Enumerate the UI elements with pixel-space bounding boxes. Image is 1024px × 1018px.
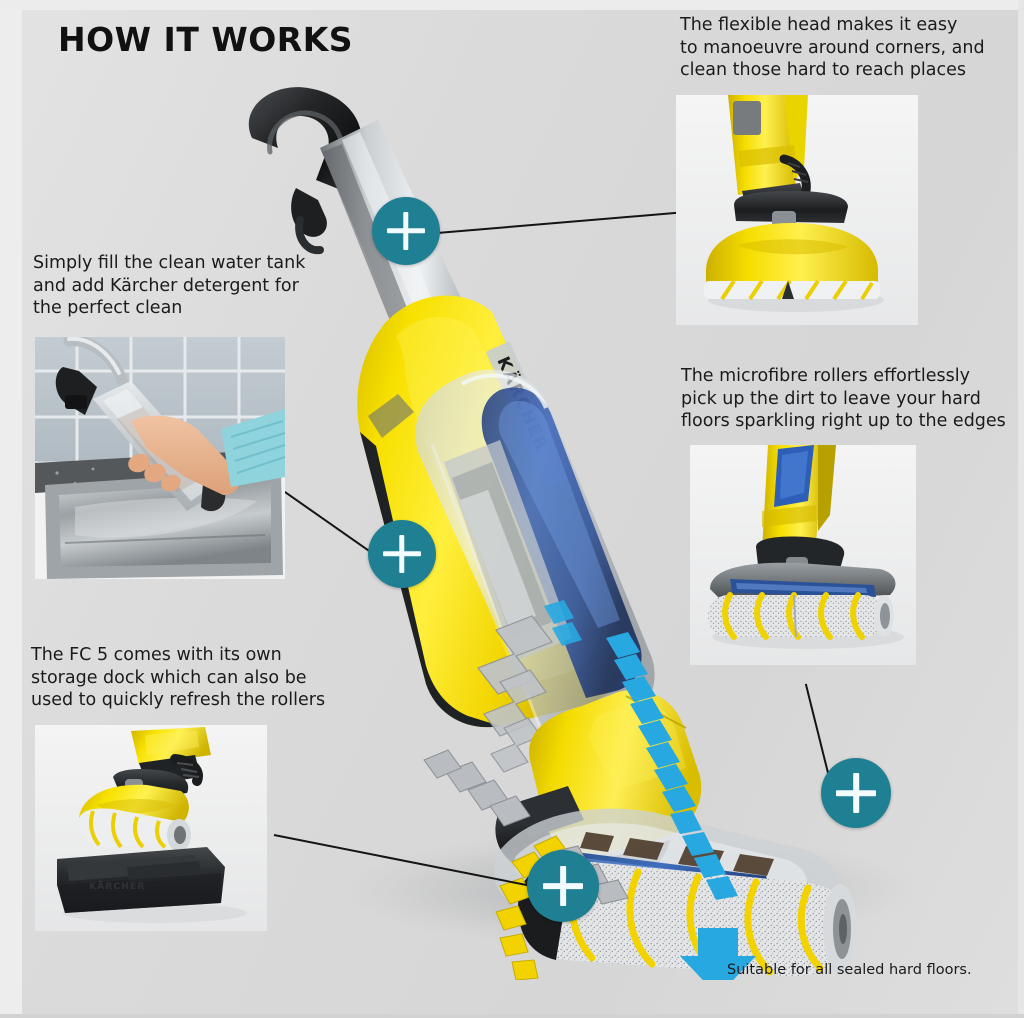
hotspot-handle[interactable] [372, 197, 440, 265]
caption-flexible-head: The flexible head makes it easy to manoe… [680, 15, 985, 81]
product-illustration: KÄRCHER [200, 60, 940, 996]
background-right-strip [1018, 0, 1024, 1018]
caption-storage-dock: The FC 5 comes with its own storage dock… [31, 645, 326, 711]
background-bottom-strip [0, 1014, 1024, 1018]
page-title: HOW IT WORKS [58, 20, 354, 59]
background-left-strip [0, 0, 22, 1018]
hotspot-roller-head[interactable] [821, 758, 891, 828]
hotspot-water-tank[interactable] [368, 520, 436, 588]
hotspot-roller-end[interactable] [527, 850, 599, 922]
flexible-head-photo[interactable] [676, 95, 918, 325]
caption-water-tank: Simply fill the clean water tank and add… [33, 253, 306, 319]
microfibre-roller-photo[interactable] [690, 445, 916, 665]
caption-microfibre-rollers: The microfibre rollers effortlessly pick… [681, 366, 1006, 432]
water-tank-fill-photo[interactable] [35, 337, 285, 579]
footnote-text: Suitable for all sealed hard floors. [727, 962, 972, 978]
storage-dock-photo[interactable]: KÄRCHER [35, 725, 267, 931]
background-top-strip [0, 0, 1024, 10]
